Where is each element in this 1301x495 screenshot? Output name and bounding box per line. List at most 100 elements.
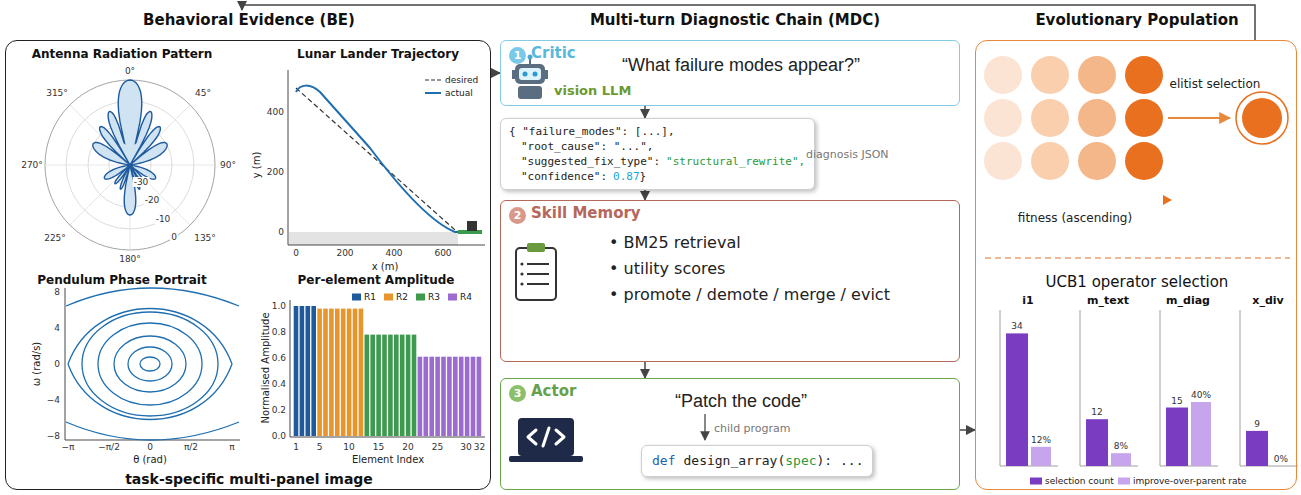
- json-box: { "failure_modes": [...],"root_cause": "…: [500, 118, 815, 190]
- label-text: 225°: [44, 233, 66, 243]
- drawing-part: [289, 232, 458, 245]
- label-text: fitness (ascending): [1018, 211, 1132, 225]
- label-text: −4: [47, 395, 60, 405]
- drawing-part: [518, 86, 542, 99]
- amplitude-axes: [290, 300, 485, 437]
- code-token: ): ...: [817, 453, 864, 468]
- drawing-part: [519, 68, 541, 80]
- step-number: 2: [509, 207, 526, 224]
- label-text: 400: [267, 107, 284, 117]
- connector: [644, 362, 646, 378]
- drawing-part: [1163, 195, 1172, 205]
- legend-swatch: [384, 294, 393, 301]
- drawing-part: [523, 72, 528, 77]
- drawing-part: [520, 282, 523, 285]
- label-text: 0.0: [272, 431, 286, 441]
- connector: [644, 106, 646, 118]
- chart-axis: [1160, 310, 1161, 466]
- drawing-part: [520, 262, 523, 265]
- legend-samples: [352, 80, 1130, 485]
- label-text: 0%: [1274, 454, 1288, 464]
- legend-swatch: [448, 294, 457, 301]
- code-token: def: [652, 453, 675, 468]
- label-text: 8: [54, 287, 60, 297]
- selection-bar: [1246, 431, 1268, 466]
- selection-bar: [1086, 419, 1108, 466]
- amplitude-bar: [394, 335, 399, 436]
- rate-bar: [1031, 447, 1051, 466]
- ucb-bar-chart: [1000, 310, 1298, 466]
- polar-spoke: [130, 165, 215, 166]
- label-text: 400: [385, 248, 402, 258]
- drawing-part: [527, 264, 549, 284]
- label-text: Antenna Radiation Pattern: [32, 47, 213, 61]
- amplitude-bar: [335, 309, 340, 436]
- drawing-part: [66, 422, 239, 440]
- label-text: 40%: [1191, 390, 1211, 400]
- population-circles: [984, 56, 1290, 258]
- rate-bar: [1111, 453, 1131, 466]
- chart-axis: [1240, 310, 1241, 466]
- code-token: "structural_rewrite",: [666, 155, 805, 168]
- label-text: 1.0: [272, 301, 286, 311]
- stage-title: Actor: [531, 382, 576, 400]
- label-text: 135°: [194, 233, 216, 243]
- drawing-part: [985, 199, 1165, 201]
- amplitude-bar: [412, 335, 417, 436]
- chart-axis: [1080, 310, 1081, 466]
- code-token: }: [640, 170, 647, 183]
- legend-text: desired: [445, 75, 478, 85]
- amplitude-bar: [365, 335, 370, 436]
- label-text: 45°: [195, 88, 211, 98]
- legend-swatch: [416, 294, 425, 301]
- drawing-part: [290, 300, 291, 437]
- node-text: task-specific multi-panel image: [125, 471, 373, 487]
- legend-text: selection count: [1045, 476, 1114, 486]
- label-text: 0°: [125, 66, 135, 76]
- amplitude-bar: [341, 309, 346, 436]
- population-circle: [984, 56, 1022, 94]
- drawing-part: [140, 357, 160, 371]
- label-text: 270°: [21, 160, 43, 170]
- amplitude-bar: [388, 335, 393, 436]
- connector: [644, 190, 646, 200]
- legend-text: R1: [364, 292, 376, 302]
- stage-title: Skill Memory: [531, 204, 641, 222]
- label-text: 0.4: [272, 379, 286, 389]
- legend-text: actual: [445, 88, 473, 98]
- connector: [491, 72, 500, 74]
- label-text: Per-element Amplitude: [298, 273, 455, 287]
- amplitude-bar: [317, 309, 322, 436]
- drawing-part: [288, 245, 485, 246]
- label-text: 1: [293, 442, 299, 452]
- drawing-part: [296, 86, 478, 232]
- label-text: 0.8: [272, 327, 286, 337]
- drawing-part: [518, 418, 574, 456]
- drawing-part: [93, 80, 167, 215]
- label-text: Multi-turn Diagnostic Chain (MDC): [590, 11, 880, 29]
- drawing-part: [509, 456, 583, 462]
- label-text: π/2: [184, 442, 198, 452]
- node-text: • promote / demote / merge / evict: [609, 285, 890, 304]
- node-text: • BM25 retrieval: [609, 233, 741, 252]
- label-text: 0: [147, 442, 153, 452]
- code-token: "suggested_fix_type":: [521, 155, 660, 168]
- population-circle: [984, 99, 1022, 137]
- amplitude-bar: [424, 357, 429, 436]
- amplitude-bar: [311, 306, 316, 436]
- legend-line: [425, 92, 441, 94]
- label-text: -30: [133, 177, 150, 187]
- drawing-part: [527, 243, 545, 252]
- amplitude-bar: [453, 357, 458, 436]
- drawing-part: [984, 56, 1163, 180]
- label-text: 12%: [1031, 435, 1051, 445]
- amplitude-bar: [370, 335, 375, 436]
- drawing-part: [68, 309, 232, 420]
- drawing-part: [543, 428, 549, 446]
- legend-text: R2: [396, 292, 408, 302]
- label-text: 8%: [1114, 441, 1128, 451]
- node-text: “What failure modes appear?”: [622, 55, 860, 76]
- amplitude-bar: [353, 309, 358, 436]
- label-text: 0.6: [272, 353, 286, 363]
- legend-text: R4: [460, 292, 472, 302]
